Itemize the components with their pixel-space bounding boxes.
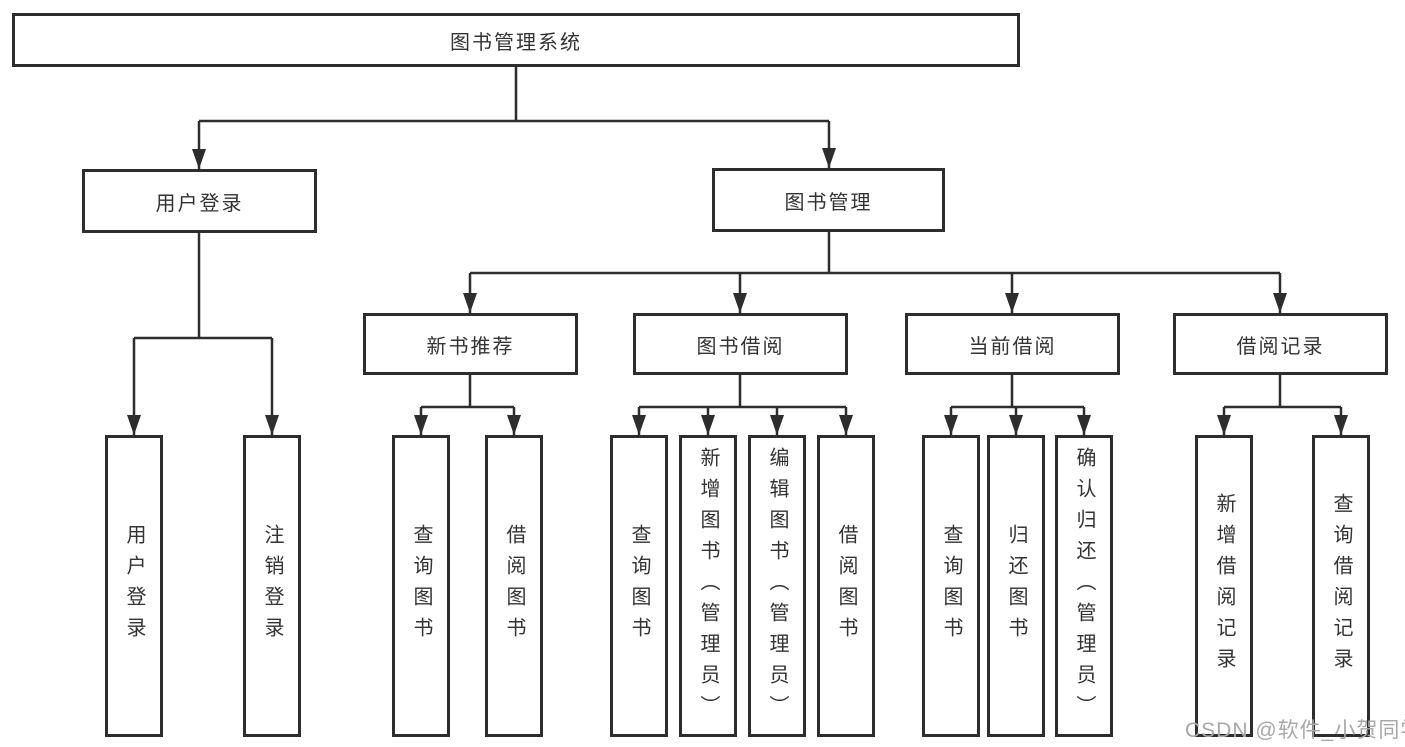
leaf-user-login: 用户登录 [105, 435, 163, 737]
node-borrowing-records: 借阅记录 [1173, 313, 1388, 375]
leaf-current-query-books: 查询图书 [922, 435, 980, 737]
leaf-borrowing-query-books: 查询图书 [610, 435, 668, 737]
node-new-book-recommendation: 新书推荐 [363, 313, 578, 375]
leaf-newbook-query-books: 查询图书 [392, 435, 450, 737]
leaf-edit-books-admin: 编辑图书（管理员） [748, 435, 806, 737]
leaf-add-books-admin: 新增图书（管理员） [679, 435, 737, 737]
leaf-query-borrow-record: 查询借阅记录 [1312, 435, 1370, 737]
node-current-borrowing: 当前借阅 [905, 313, 1120, 375]
csdn-watermark-text: CSDN @软件_小贺同学 [1185, 719, 1405, 742]
node-user-login: 用户登录 [82, 169, 317, 233]
node-book-borrowing: 图书借阅 [633, 313, 848, 375]
leaf-add-borrow-record: 新增借阅记录 [1195, 435, 1253, 737]
leaf-confirm-return-admin: 确认归还（管理员） [1055, 435, 1113, 737]
node-book-management: 图书管理 [712, 168, 945, 232]
node-library-management-system: 图书管理系统 [12, 13, 1020, 67]
leaf-newbook-borrow-books: 借阅图书 [485, 435, 543, 737]
leaf-logout: 注销登录 [243, 435, 301, 737]
leaf-borrowing-borrow-books: 借阅图书 [817, 435, 875, 737]
leaf-return-books: 归还图书 [987, 435, 1045, 737]
